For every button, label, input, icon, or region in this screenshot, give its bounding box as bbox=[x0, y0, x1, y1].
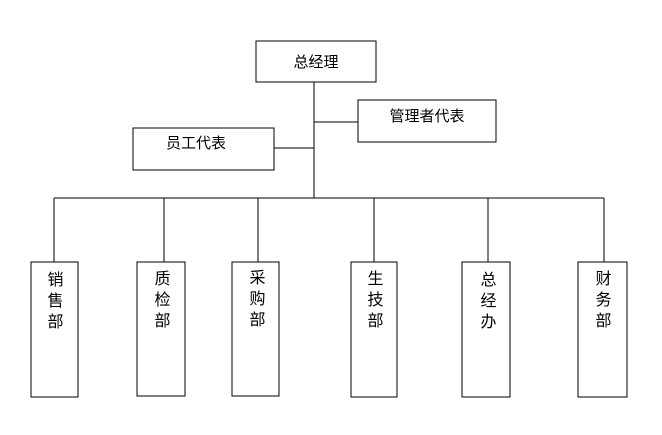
connector-lines bbox=[53, 82, 605, 262]
node-department-finance: 财务部 bbox=[577, 261, 628, 398]
node-box bbox=[136, 261, 186, 397]
node-label: 总经办 bbox=[478, 271, 497, 334]
node-label: 员工代表 bbox=[166, 134, 226, 152]
node-box bbox=[357, 99, 497, 143]
node-label: 总经理 bbox=[293, 53, 338, 71]
node-general-manager: 总经理 bbox=[255, 40, 377, 83]
node-label: 管理者代表 bbox=[389, 107, 464, 125]
node-label: 采购部 bbox=[247, 269, 266, 332]
node-department-sales: 销售部 bbox=[30, 261, 79, 398]
node-box bbox=[350, 261, 398, 398]
node-department-purchasing: 采购部 bbox=[231, 261, 280, 397]
node-department-gm-office: 总经办 bbox=[461, 261, 511, 398]
node-label: 生技部 bbox=[365, 270, 384, 333]
node-box bbox=[231, 261, 280, 397]
node-employee-representative: 员工代表 bbox=[132, 127, 275, 171]
node-management-representative: 管理者代表 bbox=[357, 99, 497, 143]
node-department-quality-control: 质检部 bbox=[136, 261, 186, 397]
node-department-production-technology: 生技部 bbox=[350, 261, 398, 398]
node-label: 质检部 bbox=[152, 270, 171, 333]
node-box bbox=[132, 127, 275, 171]
node-label: 销售部 bbox=[45, 271, 64, 334]
node-box bbox=[461, 261, 511, 398]
node-label: 财务部 bbox=[593, 270, 612, 333]
node-box bbox=[30, 261, 79, 398]
node-box bbox=[577, 261, 628, 398]
node-box bbox=[255, 40, 377, 83]
